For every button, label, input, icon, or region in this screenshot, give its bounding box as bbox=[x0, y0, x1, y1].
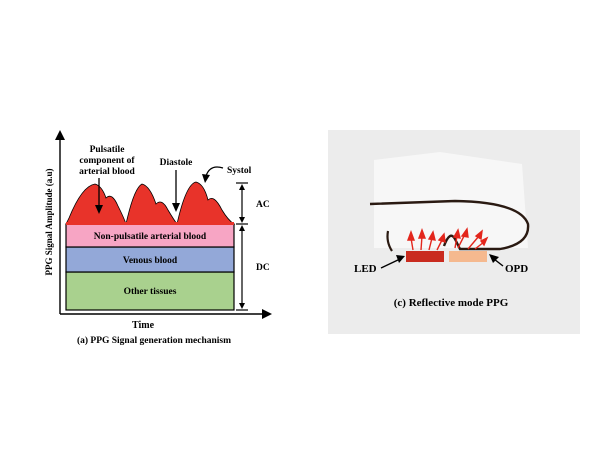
annot-pulsatile-1: Pulsatile bbox=[90, 145, 125, 155]
led-label: LED bbox=[354, 263, 377, 275]
pulsatile-base bbox=[66, 222, 234, 225]
y-axis-arrow bbox=[55, 130, 65, 140]
x-axis-arrow bbox=[262, 309, 272, 319]
diastole-pointer-head bbox=[172, 203, 180, 212]
led-pointer-head bbox=[396, 255, 405, 263]
opd-label: OPD bbox=[505, 263, 528, 275]
systol-pointer bbox=[205, 166, 224, 177]
led-source bbox=[406, 251, 444, 262]
pulsatile-waveform bbox=[65, 181, 236, 225]
panel-a-caption: (a) PPG Signal generation mechanism bbox=[77, 335, 231, 346]
annot-dc: DC bbox=[256, 263, 270, 273]
label-venous: Venous blood bbox=[123, 256, 178, 266]
panel-c: LED OPD (c) Reflective mode PPG bbox=[328, 130, 580, 334]
light-arrows bbox=[406, 227, 489, 251]
led-pointer bbox=[380, 258, 401, 269]
annot-pulsatile-2: component of bbox=[79, 156, 135, 166]
annot-diastole: Diastole bbox=[160, 158, 193, 168]
finger-edge bbox=[386, 230, 393, 252]
panel-c-caption: (c) Reflective mode PPG bbox=[394, 297, 509, 309]
panel-a: Non-pulsatile arterial blood Venous bloo… bbox=[44, 130, 272, 346]
y-axis-label: PPG Signal Amplitude (a.u) bbox=[44, 168, 54, 275]
label-other-tissues: Other tissues bbox=[124, 287, 177, 297]
layer-venous-blood bbox=[65, 246, 235, 273]
opd-pointer-head bbox=[489, 254, 499, 263]
annot-systol: Systol bbox=[227, 166, 252, 176]
ac-arrow-down bbox=[239, 217, 245, 223]
pulsatile-pointer-head bbox=[95, 205, 103, 214]
label-non-pulsatile: Non-pulsatile arterial blood bbox=[94, 232, 207, 242]
ac-arrow-up bbox=[239, 184, 245, 190]
finger-outline bbox=[369, 199, 530, 251]
systol-pointer-head bbox=[202, 174, 210, 183]
annot-pulsatile-3: arterial blood bbox=[79, 167, 135, 177]
annot-ac: AC bbox=[256, 200, 270, 210]
dc-arrow-up bbox=[239, 225, 245, 231]
x-axis-label: Time bbox=[132, 320, 155, 331]
layer-other-tissues bbox=[65, 271, 235, 311]
opd-sensor bbox=[449, 251, 487, 262]
dc-arrow-down bbox=[239, 303, 245, 309]
